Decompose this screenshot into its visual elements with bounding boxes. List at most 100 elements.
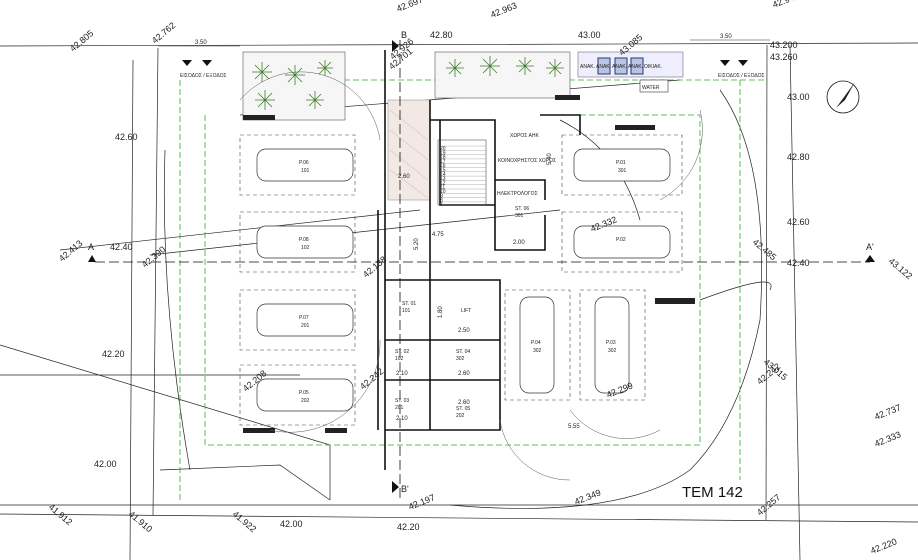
stair-number: 18: [440, 155, 446, 161]
level-42762: 42.762: [150, 20, 178, 45]
parking-unit: 202: [301, 398, 310, 404]
parking-unit: 301: [618, 168, 627, 174]
dim-260-upper: 2.60: [398, 174, 410, 180]
north-arrow: [826, 80, 860, 114]
parking-space: P.02: [573, 225, 671, 259]
entrance-arrows: [182, 60, 748, 66]
level-42963: 42.963: [489, 0, 518, 20]
level-42390: 42.390: [140, 244, 168, 269]
car-outline: [256, 148, 354, 182]
section-markers: [88, 40, 875, 493]
level-42220: 42.220: [869, 536, 898, 556]
level-42413: 42.413: [57, 238, 85, 263]
car-outline: [573, 225, 671, 259]
stair-number: 16: [440, 163, 446, 169]
level-41910: 41.910: [127, 509, 155, 534]
bin-labels: ΑΝΑΚ.ΑΝΑΚ.ΑΝΑΚ.ΑΝΑΚ.ΟΙΚΙΑΚ.: [580, 64, 662, 70]
level-42242: 42.242: [358, 366, 386, 391]
store-unit: 101: [402, 308, 411, 314]
xoros-label: ΧΩΡΟΣ ΑΗΚ: [510, 133, 539, 139]
dimension-lines: [158, 39, 770, 47]
parking-unit: 201: [301, 323, 310, 329]
store-code: ST. 06: [515, 206, 529, 212]
stair-number: 20: [440, 146, 446, 152]
level-4220-bottom: 42.20: [397, 522, 420, 532]
stair-number: 13: [440, 176, 446, 182]
stair-number: 15: [440, 168, 446, 174]
level-42737: 42.737: [873, 402, 902, 422]
ilektro-label: ΗΛΕΚΤΡΟΛΟΓΟΣ: [497, 191, 538, 197]
level-4260-left: 42.60: [115, 132, 138, 142]
store-unit: 301: [515, 213, 524, 219]
level-4200-bottom: 42.00: [280, 519, 303, 529]
stair-number: 12: [440, 180, 446, 186]
turning-arcs: [239, 71, 703, 481]
store-unit: 202: [456, 413, 465, 419]
dim-210-upper: 2.10: [396, 371, 408, 377]
level-4240-right: 42.40: [787, 258, 810, 268]
entrance-labels: ΕΙΣΟΔΟΣ / ΕΞΟΔΟΣ ΕΙΣΟΔΟΣ / ΕΞΟΔΟΣ: [180, 73, 765, 79]
dim-210-lower: 2.10: [396, 416, 408, 422]
section-a-prime: A': [866, 242, 874, 252]
level-4220-left: 42.20: [102, 349, 125, 359]
dim-180: 1.80: [438, 306, 444, 318]
dim-250: 2.50: [458, 328, 470, 334]
level-4240-left: 42.40: [110, 242, 133, 252]
koino-label: ΚΟΙΝΟΧΡΗΣΤΟΣ ΧΩΡΟΣ: [498, 158, 556, 164]
dim-555: 5.55: [568, 424, 580, 430]
section-lines: [95, 40, 870, 500]
parking-code: P.08: [299, 237, 309, 243]
car-outline: [256, 378, 354, 412]
parking-code: P.02: [616, 237, 626, 243]
section-b: B: [401, 30, 407, 40]
parking-code: P.03: [606, 340, 616, 346]
level-42697: 42.697: [395, 0, 424, 14]
store-code: ST. 05: [456, 406, 470, 412]
parking-code: P.05: [299, 390, 309, 396]
water-label: WATER: [642, 85, 660, 91]
dim-540: 5.40: [547, 153, 553, 165]
plot-name: TEM 142: [682, 484, 743, 501]
bin-label: ΑΝΑΚ.: [580, 64, 595, 70]
store-code: ST. 02: [395, 349, 409, 355]
car-outline: [256, 303, 354, 337]
store-unit: 302: [456, 356, 465, 362]
stair-number: 14: [440, 172, 446, 178]
room-labels: WATER ΧΩΡΟΣ ΑΗΚ ΚΟΙΝΟΧΡΗΣΤΟΣ ΧΩΡΟΣ ΗΛΕΚΤ…: [461, 85, 660, 314]
level-4200-left: 42.00: [94, 459, 117, 469]
bin-enclosure: [577, 51, 684, 93]
level-4300-top: 43.00: [578, 30, 601, 40]
setback-lines: [179, 79, 765, 500]
level-42333: 42.333: [873, 429, 902, 449]
car-outline: [594, 296, 630, 394]
level-4280-top: 42.80: [430, 30, 453, 40]
level-42946: 42.946: [771, 0, 800, 10]
lift-label: LIFT: [461, 308, 471, 314]
parking-code: P.04: [531, 340, 541, 346]
wall-blocks: [243, 95, 695, 433]
car-outline: [256, 225, 354, 259]
level-42805: 42.805: [68, 28, 96, 53]
parking-cars: P.06101P.08102P.07201P.05202P.01301P.02P…: [256, 148, 671, 412]
store-code: ST. 01: [402, 301, 416, 307]
entrance-right-label: ΕΙΣΟΔΟΣ / ΕΞΟΔΟΣ: [718, 73, 765, 79]
level-41922: 41.922: [231, 509, 259, 534]
parking-space: P.01 301: [573, 148, 671, 182]
store-code: ST. 04: [456, 349, 470, 355]
dim-475: 4.75: [432, 232, 444, 238]
staircase: [437, 139, 487, 206]
car-outline: [573, 148, 671, 182]
section-a: A: [88, 242, 94, 252]
stair-number: 7: [440, 202, 443, 208]
level-43122: 43.122: [887, 256, 915, 281]
parking-code: P.06: [299, 160, 309, 166]
level-42485: 42.485: [751, 237, 779, 262]
parking-code: P.01: [616, 160, 626, 166]
section-b-prime: B': [401, 484, 409, 494]
entrance-left-label: ΕΙΣΟΔΟΣ / ΕΞΟΔΟΣ: [180, 73, 227, 79]
